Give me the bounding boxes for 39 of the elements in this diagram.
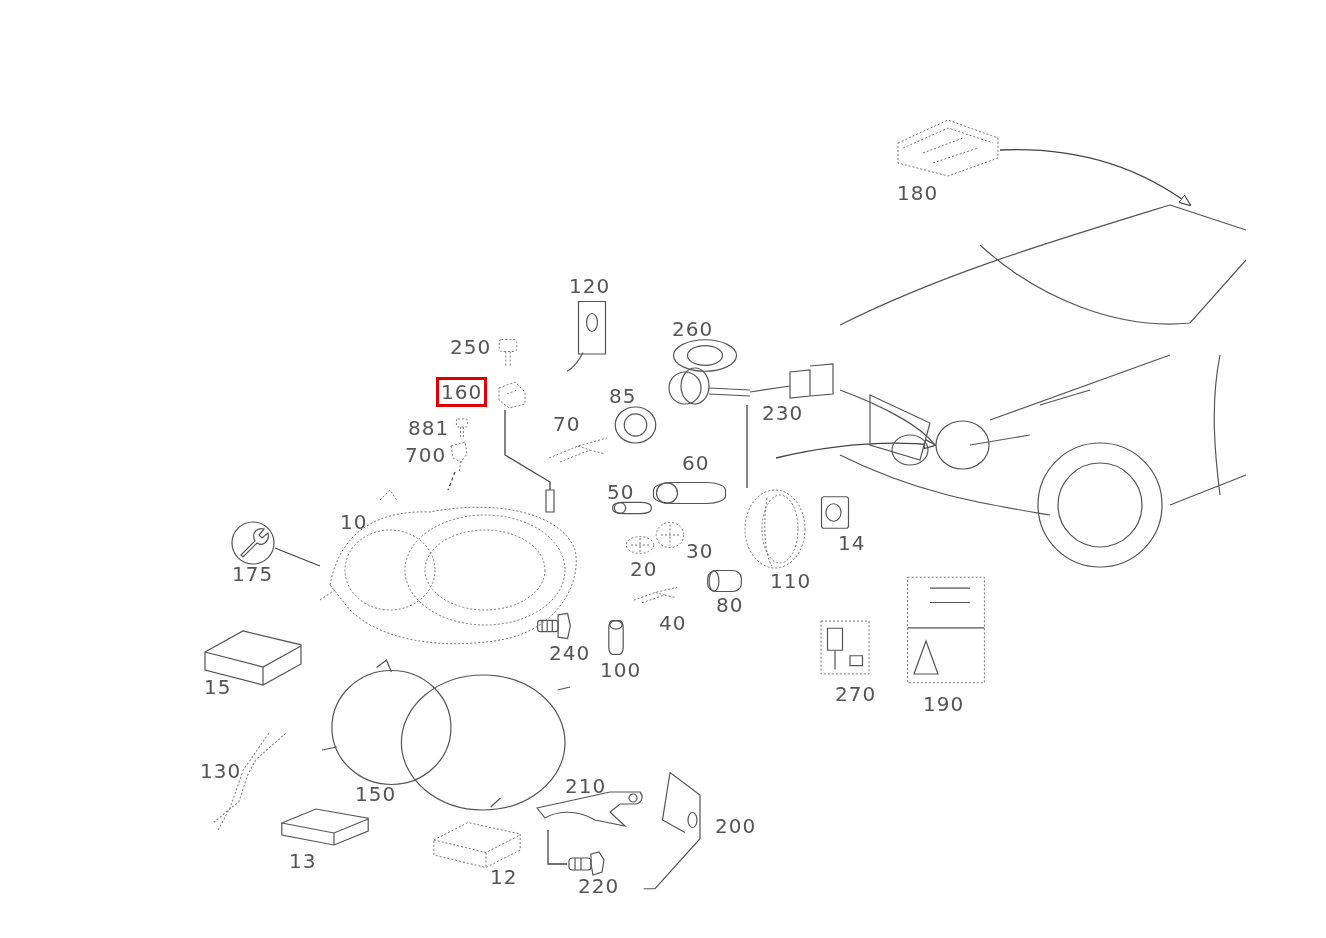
callout-number: 220 (578, 875, 620, 897)
callout-number: 700 (405, 444, 447, 466)
callout-number: 180 (897, 182, 939, 204)
leader-line (746, 404, 748, 489)
callout-number: 13 (289, 850, 317, 872)
callout-number: 260 (672, 318, 714, 340)
callout-number: 12 (490, 866, 518, 888)
leader-line (547, 829, 568, 865)
callout-number: 150 (355, 783, 397, 805)
arrow (775, 438, 937, 459)
callout-number: 70 (553, 413, 581, 435)
highlighted-callout-number: 160 (436, 377, 488, 407)
callout-number: 190 (923, 693, 965, 715)
arrow (999, 148, 1192, 207)
callout-number: 175 (232, 563, 274, 585)
callout-number: 250 (450, 336, 492, 358)
callout-number: 85 (609, 385, 637, 407)
callout-number: 50 (607, 481, 635, 503)
callout-number: 210 (565, 775, 607, 797)
leader-line (274, 547, 321, 567)
callout-number: 270 (835, 683, 877, 705)
callout-number: 40 (659, 612, 687, 634)
callout-number: 80 (716, 594, 744, 616)
callout-number: 60 (682, 452, 710, 474)
leader-line (447, 471, 456, 491)
callout-number: 240 (549, 642, 591, 664)
callout-number: 200 (715, 815, 757, 837)
callout-number: 15 (204, 676, 232, 698)
callout-number: 30 (686, 540, 714, 562)
callout-number: 10 (340, 511, 368, 533)
leader-line (504, 409, 551, 491)
callout-number: 130 (200, 760, 242, 782)
callout-number: 100 (600, 659, 642, 681)
callout-number: 110 (770, 570, 812, 592)
callout-number: 20 (630, 558, 658, 580)
callout-number: 230 (762, 402, 804, 424)
callout-number: 14 (838, 532, 866, 554)
callout-number: 881 (408, 417, 450, 439)
callout-number: 120 (569, 275, 611, 297)
